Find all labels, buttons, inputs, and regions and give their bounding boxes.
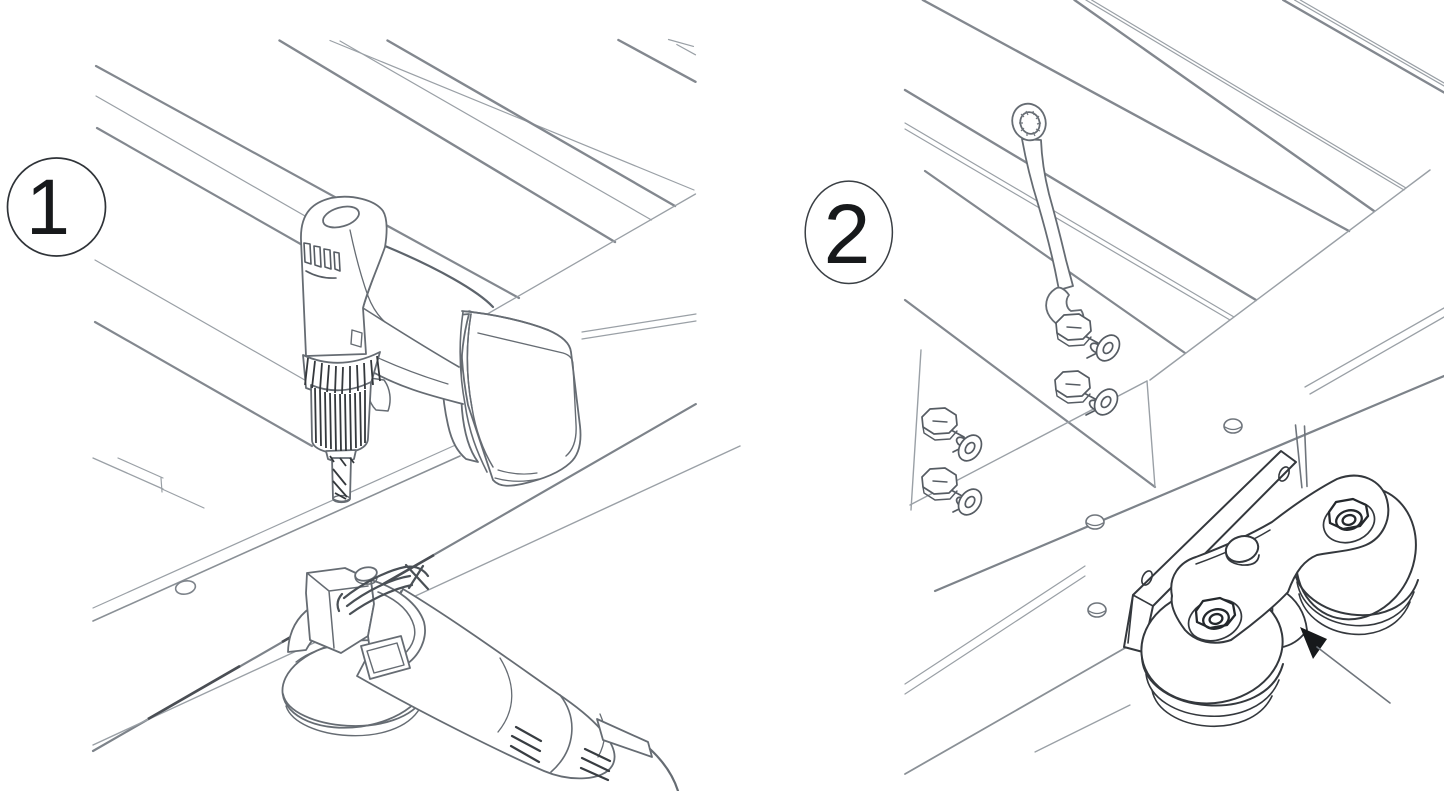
svg-text:1: 1 — [26, 162, 70, 251]
svg-text:2: 2 — [824, 187, 871, 281]
